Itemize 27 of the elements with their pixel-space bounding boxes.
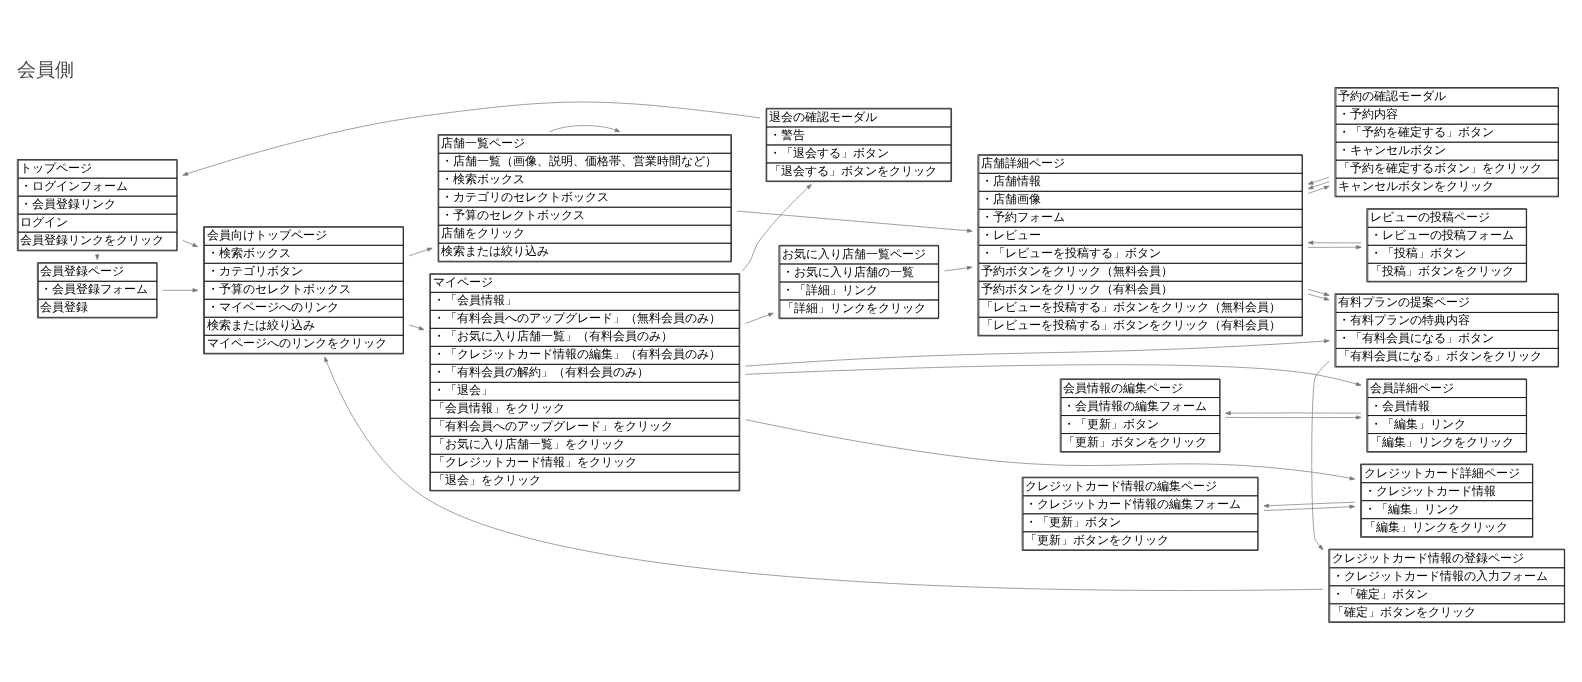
arrow bbox=[182, 239, 199, 247]
diagram-title: 会員側 bbox=[17, 57, 75, 81]
arrow bbox=[162, 287, 199, 292]
arrow bbox=[182, 101, 761, 176]
arrow bbox=[1263, 501, 1356, 508]
arrow bbox=[736, 210, 973, 233]
arrow bbox=[549, 124, 621, 132]
arrow bbox=[1225, 414, 1362, 419]
arrow bbox=[1307, 185, 1330, 194]
arrow bbox=[1225, 410, 1362, 415]
arrow bbox=[1307, 288, 1330, 296]
arrow bbox=[1307, 180, 1330, 189]
arrow bbox=[745, 312, 774, 324]
arrow bbox=[745, 418, 1356, 480]
arrow bbox=[745, 363, 1362, 386]
arrow bbox=[408, 247, 433, 256]
arrow bbox=[1307, 240, 1362, 245]
arrow bbox=[1307, 244, 1362, 249]
arrow bbox=[745, 338, 1330, 366]
arrow bbox=[324, 356, 1324, 591]
arrow bbox=[944, 265, 973, 271]
arrow bbox=[1263, 504, 1356, 511]
arrow bbox=[1307, 176, 1330, 185]
arrow bbox=[741, 183, 812, 271]
arrow bbox=[1311, 360, 1330, 550]
arrow bbox=[1307, 293, 1330, 301]
arrow bbox=[408, 323, 425, 330]
